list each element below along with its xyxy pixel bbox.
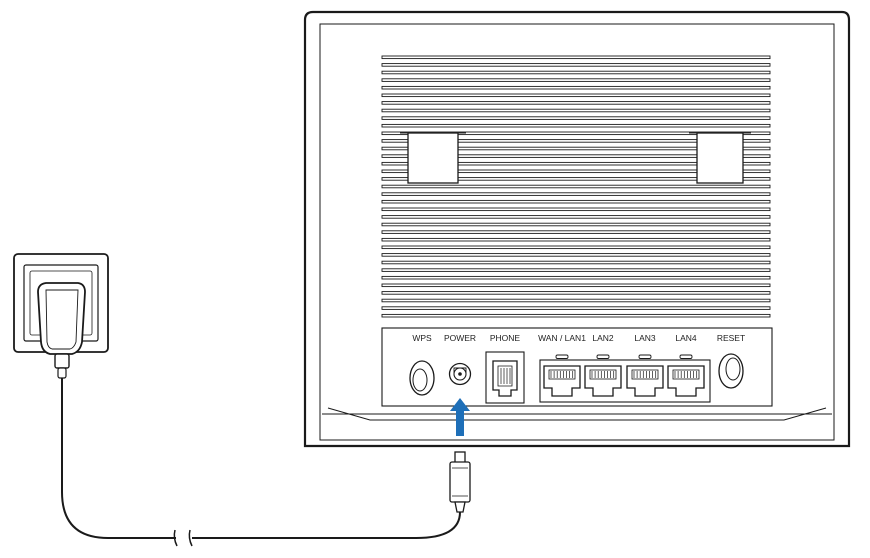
vent-slot <box>381 154 771 158</box>
vent-slot <box>381 123 771 128</box>
power-port[interactable] <box>448 362 472 386</box>
lan3-label: LAN3 <box>634 333 656 343</box>
phone-label: PHONE <box>490 333 521 343</box>
power-cable <box>61 378 461 547</box>
vent-slot <box>381 131 771 136</box>
led-lan2 <box>596 354 610 359</box>
ventilation-grille <box>381 55 771 318</box>
lan4-port[interactable] <box>667 365 705 397</box>
vent-slot <box>381 260 771 265</box>
wps-label: WPS <box>412 333 432 343</box>
vent-slot <box>381 192 771 196</box>
port-leds <box>555 354 693 359</box>
vent-slot <box>381 55 771 60</box>
reset-label: RESET <box>717 333 745 343</box>
vent-slot <box>381 222 771 227</box>
vent-slot <box>381 253 771 257</box>
vent-slot <box>381 146 771 151</box>
vent-slot <box>381 169 771 174</box>
vent-slot <box>381 161 771 166</box>
vent-slot <box>381 93 771 98</box>
vent-slot <box>381 306 771 310</box>
vent-slot <box>381 78 771 82</box>
lan2-label: LAN2 <box>592 333 614 343</box>
power-adapter-icon <box>37 282 86 379</box>
vent-slot <box>381 108 771 113</box>
vent-slot <box>381 177 771 181</box>
vent-slot <box>381 70 771 75</box>
wan-lan1-label: WAN / LAN1 <box>538 333 586 343</box>
led-lan4 <box>679 354 693 359</box>
vent-slot <box>381 245 771 250</box>
vent-slot <box>381 237 771 242</box>
lan2-port[interactable] <box>584 365 622 397</box>
mount-hole-right <box>696 132 744 184</box>
vent-slot <box>381 63 771 67</box>
lan4-label: LAN4 <box>675 333 697 343</box>
dc-plug <box>449 451 471 513</box>
vent-slot <box>381 275 771 280</box>
lan-ports <box>543 365 705 397</box>
vent-slot <box>381 184 771 189</box>
vent-slot <box>381 283 771 288</box>
vent-slot <box>381 215 771 219</box>
mount-holes <box>400 132 751 184</box>
vent-slot <box>381 207 771 212</box>
power-label: POWER <box>444 333 476 343</box>
router-body <box>303 10 851 448</box>
vent-slot <box>381 291 771 295</box>
vent-slot <box>381 230 771 234</box>
led-lan3 <box>638 354 652 359</box>
arrow-up-icon <box>450 398 470 436</box>
phone-port[interactable] <box>485 351 525 404</box>
vent-slot <box>381 298 771 303</box>
vent-slot <box>381 116 771 120</box>
vent-slot <box>381 268 771 272</box>
vent-slot <box>381 313 771 318</box>
reset-button[interactable] <box>718 353 744 389</box>
vent-slot <box>381 101 771 105</box>
vent-slot <box>381 199 771 204</box>
vent-slot <box>381 85 771 90</box>
lan3-port[interactable] <box>626 365 664 397</box>
led-lan1 <box>555 354 569 359</box>
lan1-port[interactable] <box>543 365 581 397</box>
wps-button[interactable] <box>409 360 435 396</box>
mount-hole-left <box>407 132 459 184</box>
vent-slot <box>381 139 771 143</box>
